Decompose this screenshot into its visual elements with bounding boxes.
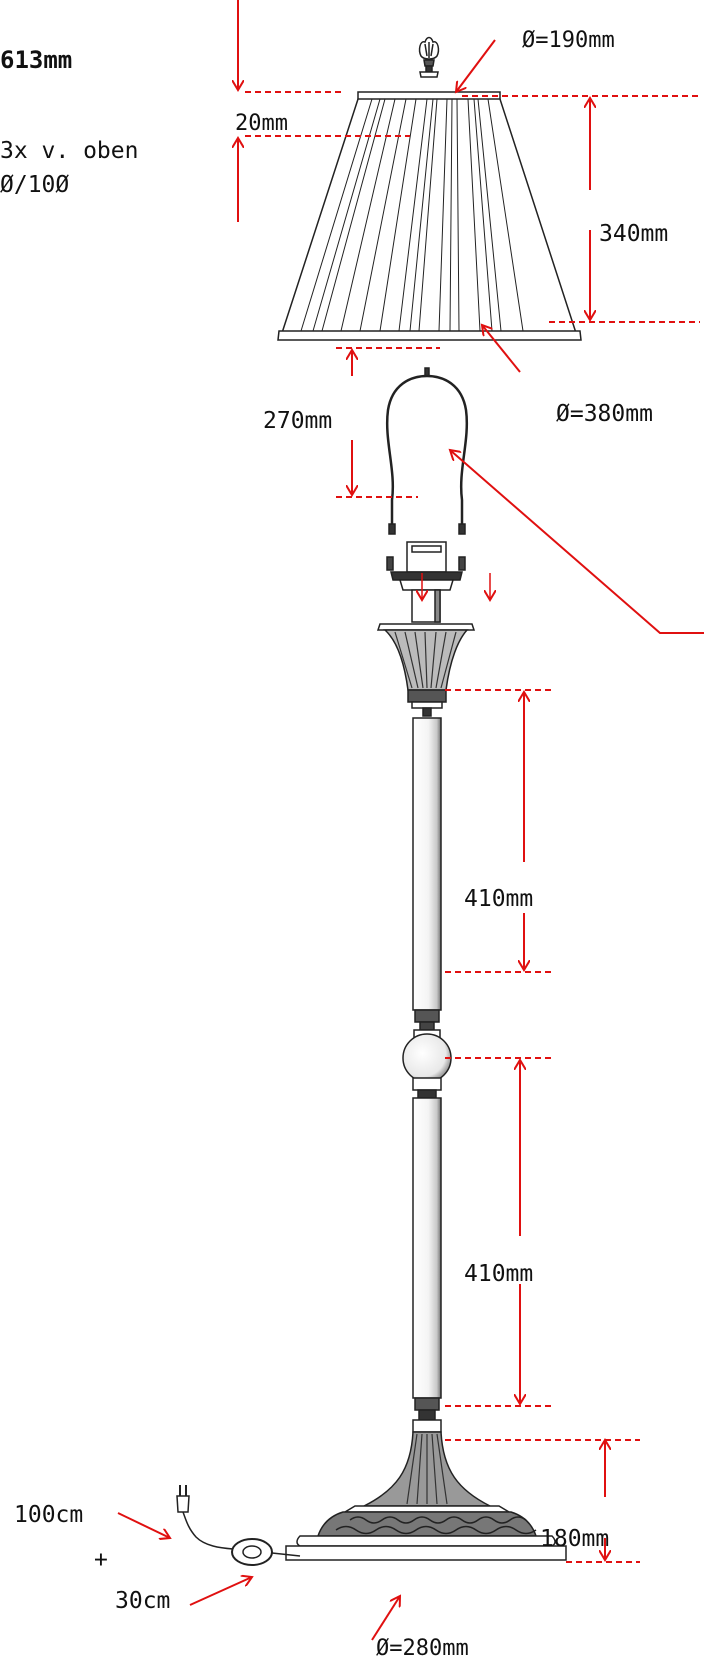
arrow-cable (117, 1512, 170, 1538)
shade-height-label: 340mm (599, 221, 669, 247)
pointer-harp (450, 450, 704, 634)
cable-length-label: 100cm (14, 1502, 84, 1528)
lamp-cup (376, 623, 476, 717)
cable-extra-label: 30cm (115, 1588, 171, 1614)
upper-rod (412, 717, 442, 1023)
finial-height-label: 20mm (235, 111, 288, 136)
arrow-cable-extra (189, 1577, 252, 1606)
arrow-base-dia (371, 1596, 400, 1641)
harp (385, 367, 469, 535)
ball-connector (402, 1021, 452, 1099)
arrow-shade-top-dia (456, 39, 496, 92)
shade-top-diameter-label: Ø=190mm (522, 28, 615, 53)
finial (418, 36, 440, 78)
base-diameter-label: Ø=280mm (376, 1636, 469, 1661)
lower-rod-length-label: 410mm (464, 1261, 534, 1287)
lamp-shade (277, 91, 582, 341)
header-note-line2: Ø/10Ø (0, 172, 70, 198)
arrow-shade-bottom-dia (482, 325, 521, 373)
header-title: 613mm (0, 46, 73, 74)
base-height-label: 180mm (540, 1526, 610, 1552)
lamp-socket (386, 541, 466, 623)
dimension-annotations (117, 0, 704, 1641)
cable-plus-label: + (94, 1547, 108, 1573)
lower-rod (412, 1097, 442, 1411)
shade-bottom-diameter-label: Ø=380mm (556, 401, 653, 427)
upper-rod-length-label: 410mm (464, 886, 534, 912)
lamp-base (285, 1409, 567, 1561)
power-cable (176, 1485, 301, 1566)
harp-height-label: 270mm (263, 408, 333, 434)
header-note-line1: 3x v. oben (0, 138, 139, 164)
